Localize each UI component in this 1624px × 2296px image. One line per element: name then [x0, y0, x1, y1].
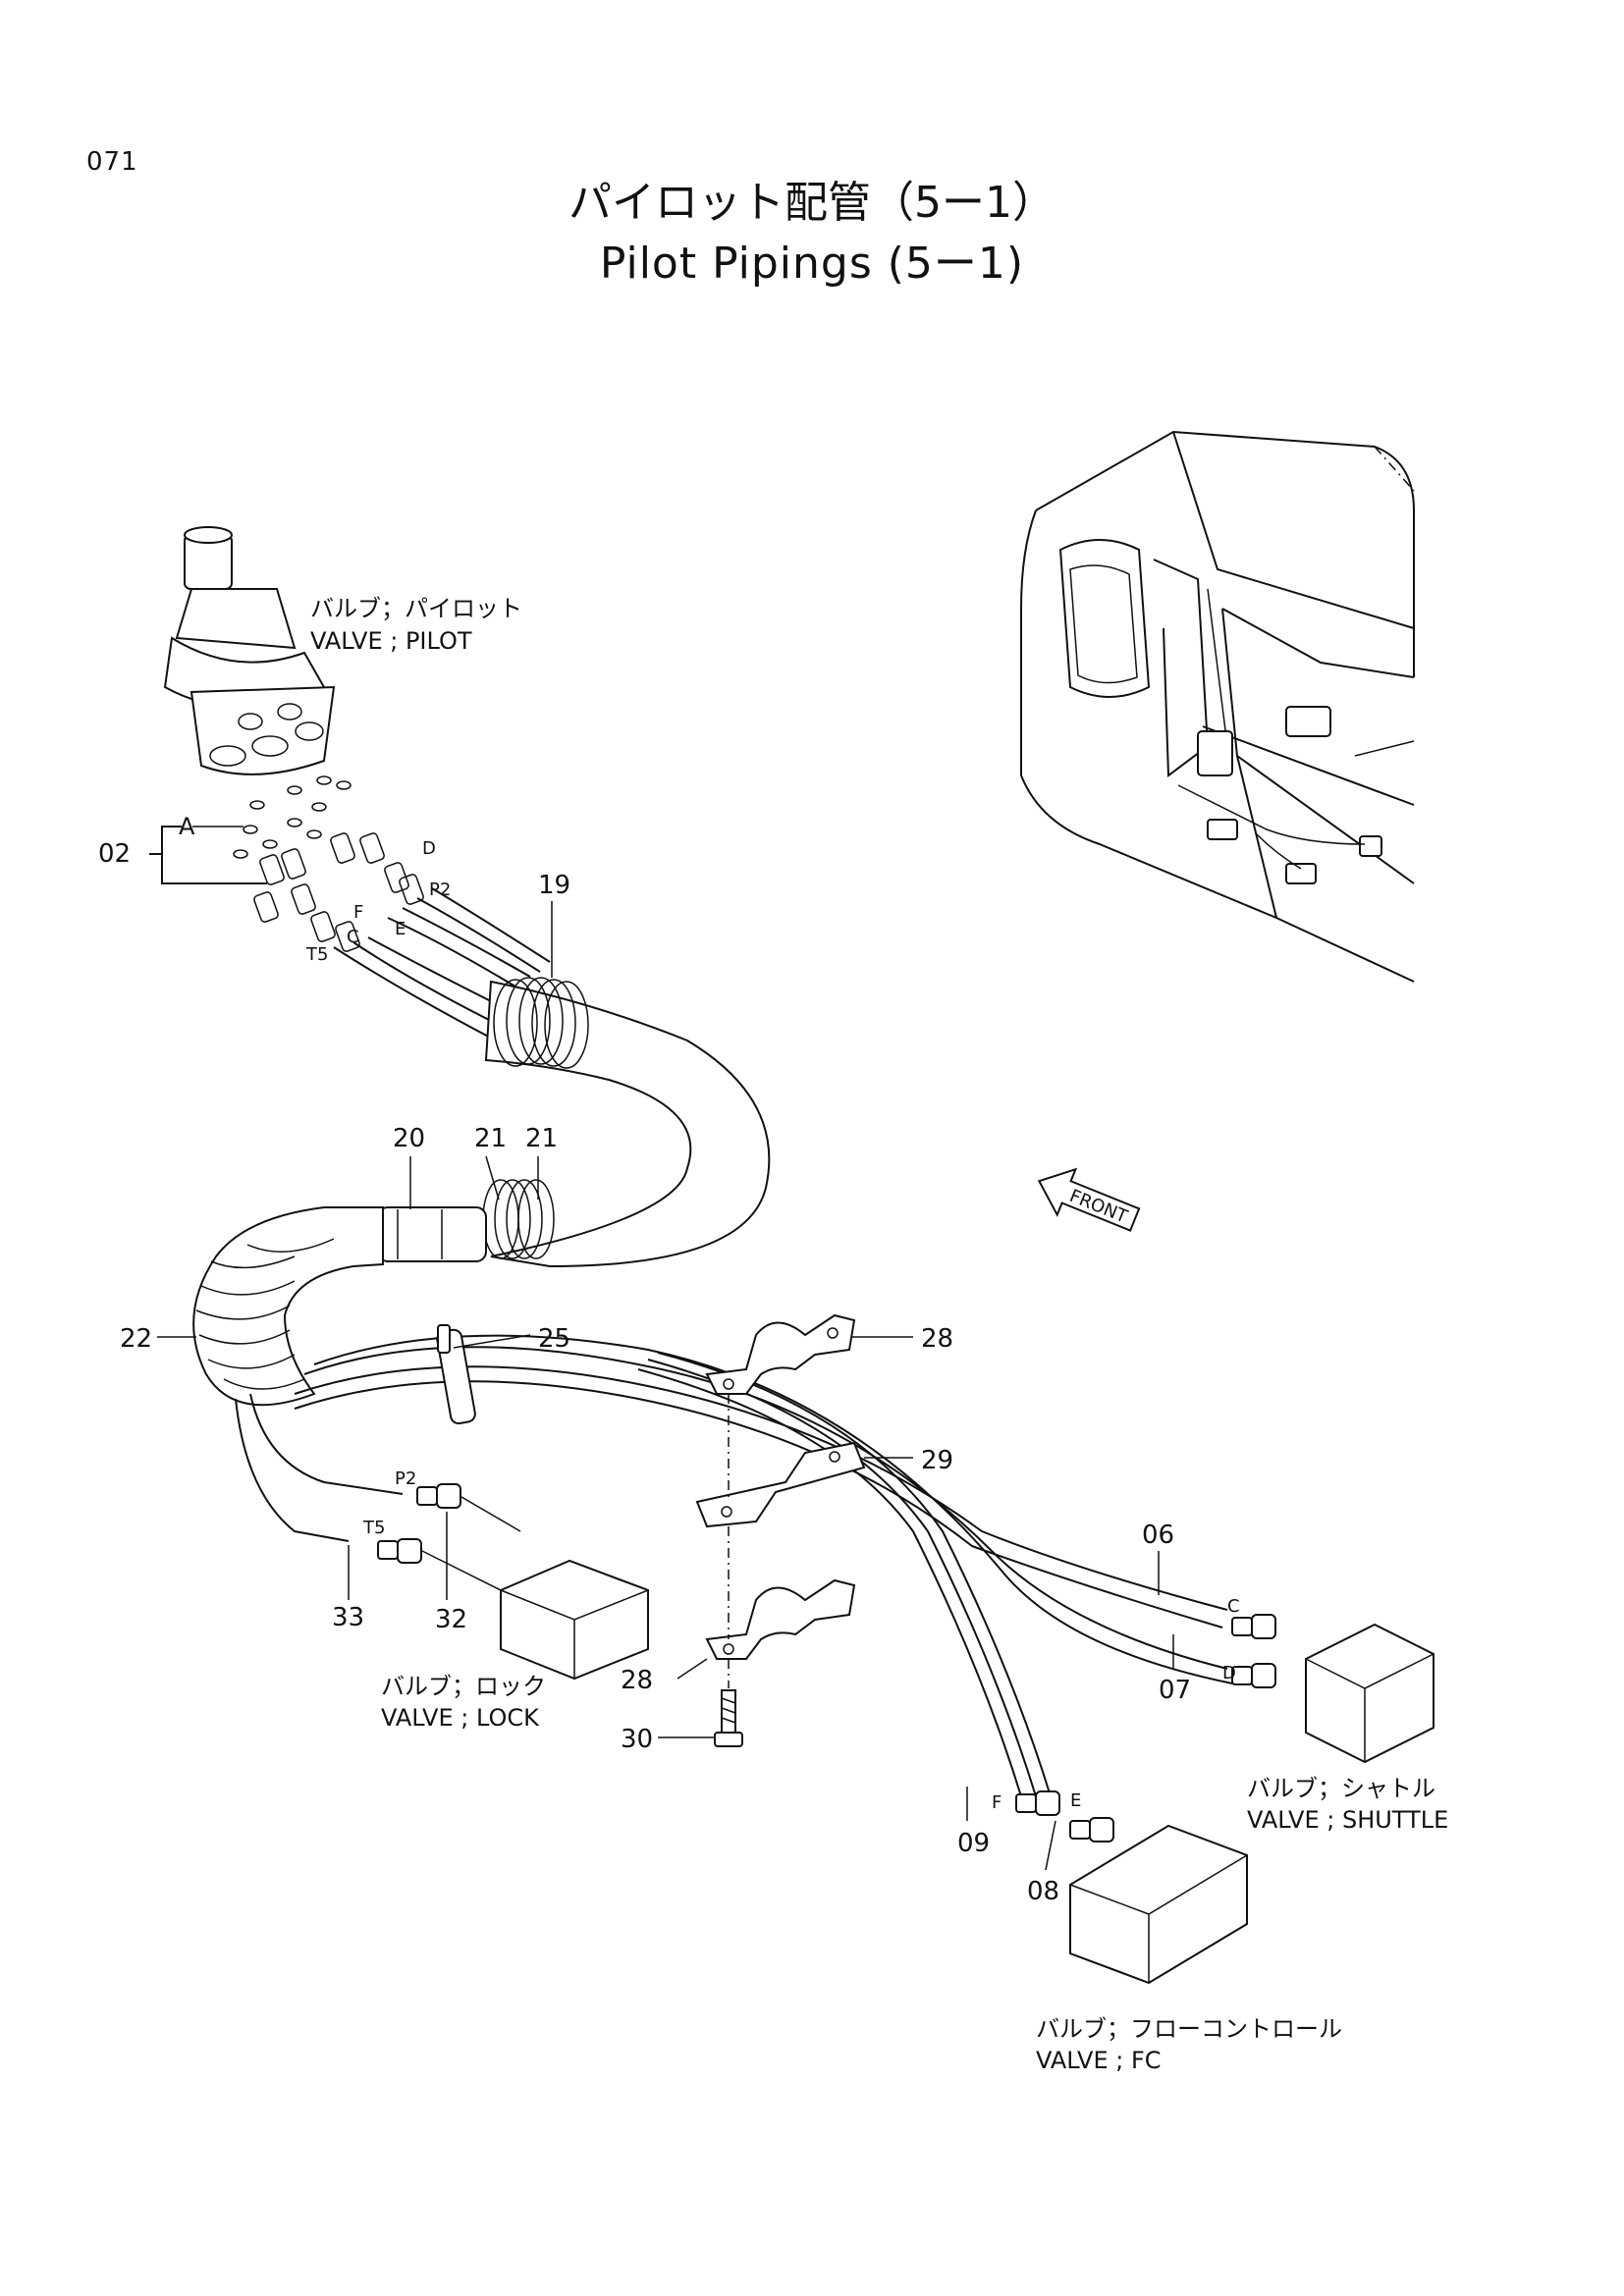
port-label-e: E	[395, 919, 406, 939]
front-arrow: FRONT	[1037, 1167, 1141, 1232]
port-label-t5-lower: T5	[362, 1518, 385, 1538]
lock-valve-label-en: VALVE ; LOCK	[381, 1704, 540, 1732]
bolt-30	[714, 1689, 743, 1747]
port-label-p2: P2	[429, 880, 451, 900]
part-number-20: 20	[393, 1124, 425, 1153]
port-label-c: C	[347, 927, 359, 947]
shuttle-valve-label-en: VALVE ; SHUTTLE	[1247, 1806, 1448, 1834]
part-number-33: 33	[332, 1603, 364, 1632]
page-title-en: Pilot Pipings (5ー1)	[599, 239, 1025, 289]
part-number-21b: 21	[525, 1124, 558, 1153]
port-label-d-lower: D	[1222, 1663, 1236, 1683]
pilot-valve-label-jp: バルブ；パイロット	[310, 595, 522, 622]
shuttle-valve-drawing	[1305, 1623, 1435, 1764]
shuttle-valve-fittings	[1231, 1614, 1276, 1688]
lock-valve-label-jp: バルブ；ロック	[381, 1673, 546, 1700]
hose-bundle-upper	[333, 887, 551, 1041]
fc-valve-fittings	[1015, 1790, 1114, 1842]
pilot-valve-label-en: VALVE ; PILOT	[310, 627, 472, 655]
part-number-21a: 21	[474, 1124, 507, 1153]
part-number-29: 29	[921, 1446, 953, 1475]
page-title-jp: パイロット配管（5ー1）	[568, 178, 1056, 228]
callout-bracket-02	[149, 826, 267, 884]
part-number-08: 08	[1027, 1877, 1059, 1906]
port-label-f: F	[353, 902, 363, 923]
part-number-09: 09	[957, 1829, 990, 1858]
cab-overview-drawing	[1020, 430, 1415, 983]
port-label-e-lower: E	[1070, 1790, 1081, 1811]
fc-valve-drawing	[1069, 1824, 1248, 1985]
part-number-19: 19	[538, 871, 570, 900]
port-label-f-lower: F	[992, 1792, 1001, 1813]
port-label-d: D	[422, 838, 436, 859]
part-number-28b: 28	[621, 1666, 653, 1695]
clamp-25	[436, 1324, 476, 1425]
pilot-valve-drawing	[163, 526, 352, 859]
part-number-28a: 28	[921, 1324, 953, 1354]
shuttle-valve-label-jp: バルブ；シャトル	[1247, 1775, 1435, 1802]
fittings-cluster	[253, 832, 424, 952]
part-number-30: 30	[621, 1725, 653, 1754]
plate-29	[695, 1441, 866, 1528]
part-number-22: 22	[120, 1324, 152, 1354]
hose-sleeve	[192, 977, 771, 1407]
part-number-02: 02	[98, 839, 131, 869]
fc-valve-label-jp: バルブ；フローコントロール	[1036, 2015, 1342, 2043]
port-label-a: A	[179, 813, 195, 840]
part-number-25: 25	[538, 1324, 570, 1354]
lock-valve-fittings	[377, 1483, 461, 1564]
part-number-07: 07	[1159, 1676, 1191, 1705]
clamp-28-upper	[705, 1313, 856, 1395]
page-number: 071	[86, 147, 138, 177]
port-label-c-lower: C	[1227, 1596, 1240, 1617]
part-number-06: 06	[1142, 1521, 1174, 1550]
part-number-32: 32	[435, 1605, 467, 1634]
fc-valve-label-en: VALVE ; FC	[1036, 2047, 1162, 2074]
port-label-t5: T5	[305, 944, 328, 965]
port-label-p2-lower: P2	[395, 1468, 416, 1489]
lock-valve-drawing	[500, 1559, 649, 1681]
clamp-28-lower	[705, 1578, 856, 1660]
